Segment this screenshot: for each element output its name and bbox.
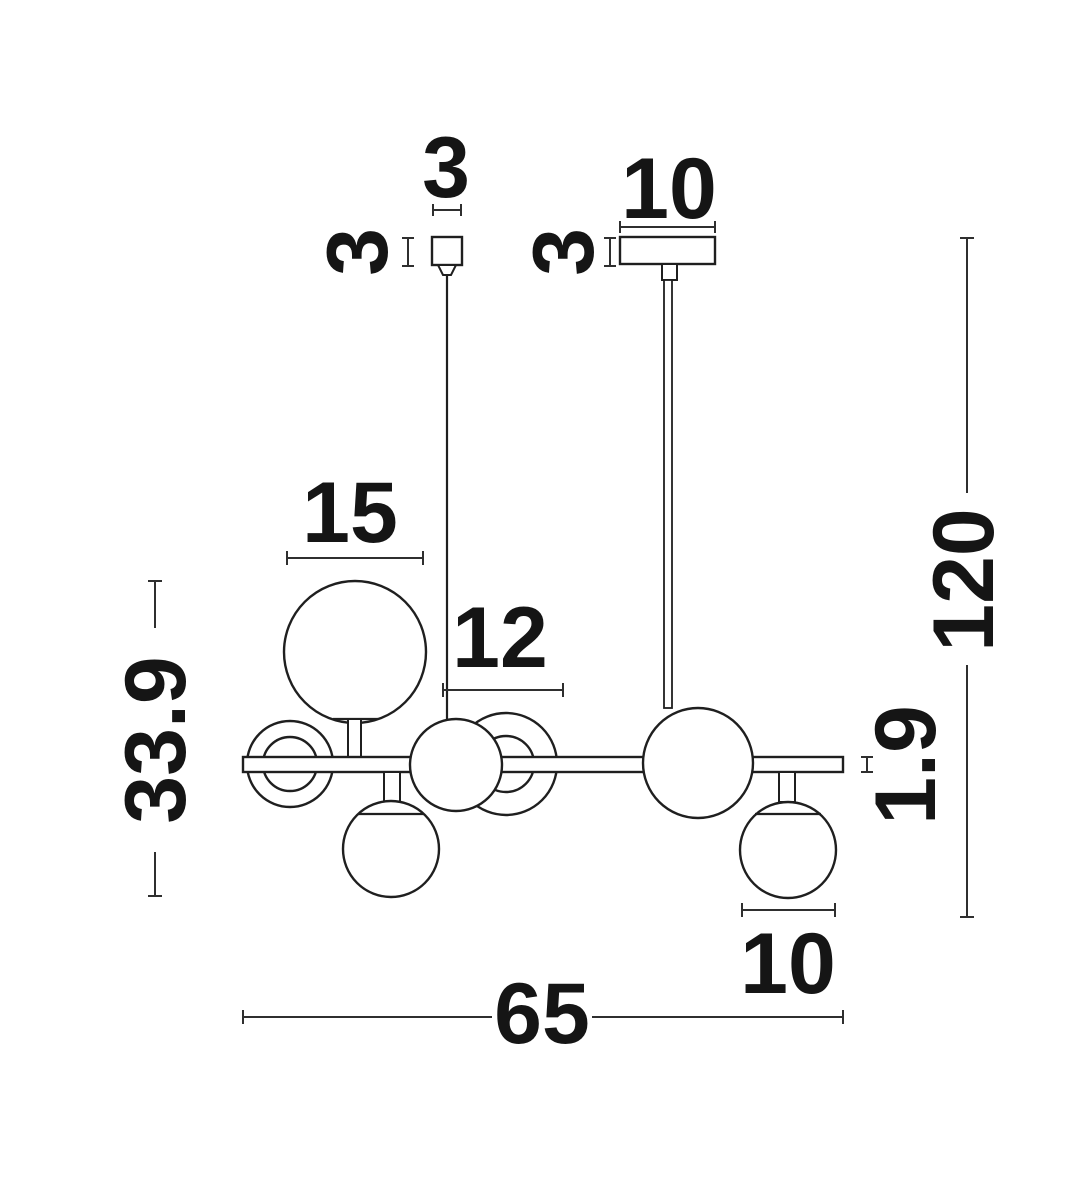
canopy-large-body xyxy=(618,235,717,266)
dim-globe-small: 10 xyxy=(740,903,836,1012)
globe-hanging-right xyxy=(738,800,838,900)
dim-label-canopy-large-height: 3 xyxy=(516,228,612,276)
dim-label-bar-thickness: 1.9 xyxy=(858,705,954,825)
globe-middle xyxy=(408,717,504,813)
dim-label-overall-drop: 120 xyxy=(916,508,1012,652)
canopy-large-connector xyxy=(661,263,678,281)
dim-bar-length: 65 xyxy=(242,966,844,1062)
dim-body-height: 33.9 xyxy=(108,580,204,897)
globe-hanging-left xyxy=(341,799,441,899)
dim-overall-drop: 120 xyxy=(916,237,1012,918)
globe-hanging-right-stem xyxy=(778,771,796,803)
canopy-small-neck xyxy=(436,264,458,276)
canopy-large xyxy=(618,235,717,709)
globe-hanging-left-stem xyxy=(383,771,401,803)
suspension-rod-right xyxy=(663,279,673,709)
canopy-small-body xyxy=(430,235,464,267)
dim-label-canopy-small-height: 3 xyxy=(310,228,406,276)
dim-label-bar-length: 65 xyxy=(494,966,590,1062)
globe-large xyxy=(282,579,428,725)
globe-right xyxy=(641,706,755,820)
dim-label-body-height: 33.9 xyxy=(108,656,204,823)
dim-canopy-large-height: 3 xyxy=(516,228,616,276)
globe-large-stem xyxy=(347,718,362,760)
dim-canopy-small-height: 3 xyxy=(310,228,414,276)
dim-label-canopy-large-width: 10 xyxy=(621,141,717,237)
dim-label-canopy-small-width: 3 xyxy=(422,120,470,216)
dim-canopy-small-width: 3 xyxy=(422,120,470,216)
dim-rod-offset: 12 xyxy=(442,590,564,697)
dim-label-rod-offset: 12 xyxy=(452,590,548,686)
dim-label-globe-large: 15 xyxy=(302,465,398,561)
canopy-small xyxy=(430,235,464,276)
dim-globe-large: 15 xyxy=(286,465,424,565)
dim-label-globe-small: 10 xyxy=(740,916,836,1012)
dim-bar-thickness: 1.9 xyxy=(858,705,954,825)
fixture-body xyxy=(241,579,845,900)
dim-canopy-large-width: 10 xyxy=(619,141,717,237)
